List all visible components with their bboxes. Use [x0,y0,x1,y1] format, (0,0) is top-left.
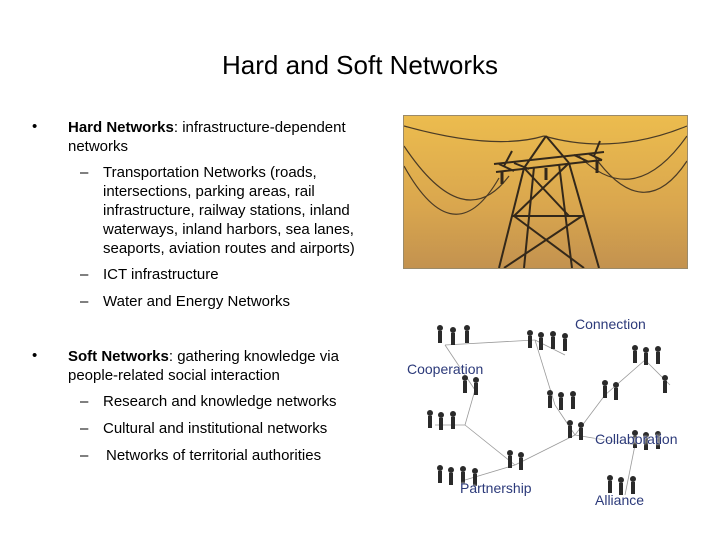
bullet-hard: • [32,118,38,135]
power-pylon-illustration [404,116,687,268]
dash-research: – [80,393,89,410]
people-network-illustration [405,315,688,512]
soft-networks-heading: Soft Networks [68,348,169,365]
hard-networks-desc-1: : infrastructure-dependent [173,119,346,136]
label-alliance: Alliance [595,492,645,508]
transport-line-2: intersections, parking areas, rail [103,183,315,200]
hard-networks-desc-2: networks [68,138,129,155]
sub-item-territorial: Networks of territorial authorities [106,447,322,464]
hard-networks-text: Hard Networks: infrastructure-dependent … [68,118,388,156]
soft-networks-desc-2: people-related social interaction [68,367,280,384]
sub-item-water-energy: Water and Energy Networks [103,293,291,310]
label-collaboration: Collaboration [595,431,678,447]
page-title: Hard and Soft Networks [221,50,498,80]
power-pylon-photo [403,115,688,269]
transport-line-4: waterways, inland harbors, sea lanes, [103,221,354,238]
social-network-image: Connection Cooperation Collaboration Par… [405,315,688,512]
dash-water: – [80,293,89,310]
sub-item-cultural: Cultural and institutional networks [103,420,328,437]
people-figures [427,325,668,495]
dash-cultural: – [80,420,89,437]
soft-networks-desc-1: : gathering knowledge via [168,348,339,365]
label-cooperation: Cooperation [407,361,484,377]
hard-networks-heading: Hard Networks [68,119,174,136]
sub-item-research: Research and knowledge networks [103,393,337,410]
transport-line-1: Transportation Networks (roads, [103,164,317,181]
label-partnership: Partnership [460,480,532,496]
dash-transport: – [80,164,89,181]
dash-ict: – [80,266,89,283]
sub-item-transport: Transportation Networks (roads, intersec… [103,163,403,258]
dash-territorial: – [80,447,89,464]
soft-networks-text: Soft Networks: gathering knowledge via p… [68,347,388,385]
sub-item-ict: ICT infrastructure [103,266,219,283]
bullet-soft: • [32,347,38,364]
transport-line-5: seaports, aviation routes and airports) [103,240,355,257]
transport-line-3: infrastructure, railway stations, inland [103,202,350,219]
label-connection: Connection [575,316,646,332]
